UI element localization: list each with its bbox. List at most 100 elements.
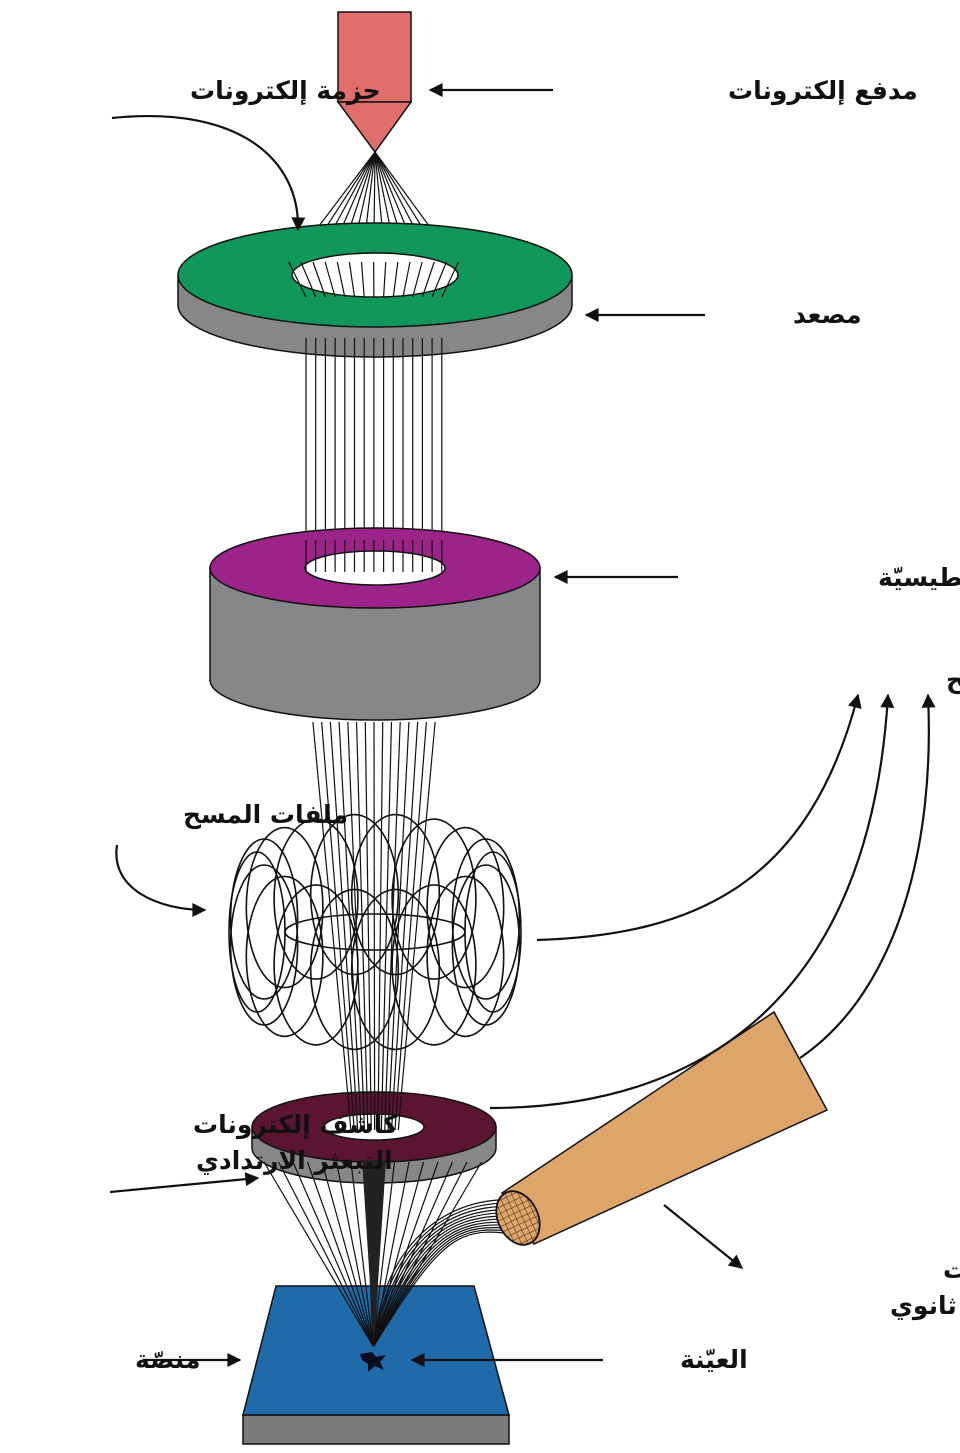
stage-side xyxy=(242,1414,510,1445)
arrow-scanning-coils xyxy=(115,844,207,917)
coil-loop xyxy=(245,875,324,1038)
backscatter-ray xyxy=(372,1161,439,1347)
beam-ray xyxy=(338,721,360,1091)
beam-ray xyxy=(401,721,436,1091)
beam-ray xyxy=(370,1089,372,1131)
beam-ray xyxy=(381,721,393,1091)
beam-ray xyxy=(366,1089,369,1131)
coil-loop xyxy=(245,826,324,989)
label-magnetic-lenses: عدسات مغنطيسيّة xyxy=(878,563,960,592)
beam-ray xyxy=(412,261,423,298)
beam-ray xyxy=(329,721,356,1091)
coil-loop xyxy=(350,813,441,976)
beam-ray xyxy=(380,1089,383,1131)
labels: مدفع إلكترونات حزمة إلكترونات مصعد عدسات… xyxy=(135,76,960,1374)
beam-ray xyxy=(288,261,307,298)
beam-ray xyxy=(387,1089,391,1131)
magnetic-lens xyxy=(209,527,541,721)
coil-loop xyxy=(229,864,299,1026)
secondary-electron-detector xyxy=(495,1010,829,1246)
label-secondary-detector-2: ثانوي xyxy=(890,1291,957,1321)
secondary-electron-ray xyxy=(373,1231,523,1347)
backscatter-ray xyxy=(321,1161,374,1347)
backscatter-ray xyxy=(372,1161,396,1347)
beam-ray xyxy=(383,261,387,298)
beam-ray xyxy=(321,721,352,1091)
backscatter-ray xyxy=(277,1161,374,1347)
electron-gun-tip xyxy=(336,101,413,154)
secondary-electron-ray xyxy=(373,1215,510,1347)
wire-from-secondary-detector xyxy=(799,693,936,1059)
beam-ray xyxy=(397,721,427,1091)
beam-ray xyxy=(355,721,368,1091)
stage xyxy=(242,1285,510,1445)
coil-loop xyxy=(309,888,400,1051)
beam-ray xyxy=(300,261,317,298)
beam-ray xyxy=(421,261,435,298)
label-sample: العيّنة xyxy=(680,1345,748,1374)
coil-loop xyxy=(309,813,400,976)
secondary-electron-ray xyxy=(373,1221,514,1347)
secondary-electron-ray xyxy=(373,1229,521,1347)
electron-beam-parallel xyxy=(305,338,443,540)
beam-ray xyxy=(373,721,376,1091)
label-scanning-coils: ملفات المسح xyxy=(183,800,348,830)
electron-beam-through-detector xyxy=(346,1089,403,1131)
label-backscatter-detector-2: التبعثر الارتدادي xyxy=(196,1146,393,1176)
backscatter-ray xyxy=(350,1161,374,1347)
beam-ray xyxy=(346,1089,352,1131)
electron-beam-converging xyxy=(312,721,436,1091)
beam-ray xyxy=(360,261,365,298)
beam-ray xyxy=(362,1089,366,1131)
secondary-electron-rays xyxy=(373,1199,523,1347)
beam-ray xyxy=(394,1089,399,1131)
label-arrows xyxy=(109,83,744,1367)
label-secondary-detector-1: كاشف إلكترونات xyxy=(943,1255,960,1285)
secondary-detector-face xyxy=(495,1190,541,1246)
label-electron-gun: مدفع إلكترونات xyxy=(728,76,918,106)
arrow-backscatter-detector xyxy=(109,1172,260,1194)
coil-core xyxy=(284,913,466,951)
electron-gun-body xyxy=(337,11,412,103)
beam-ray xyxy=(350,1089,355,1131)
coil-loop xyxy=(391,818,477,980)
coil-loop xyxy=(426,875,505,1038)
beam-ray xyxy=(441,261,460,298)
coil-loop xyxy=(273,818,359,980)
beam-ray xyxy=(358,1089,362,1131)
coil-loop xyxy=(273,884,359,1046)
signal-wires xyxy=(489,693,936,1110)
beam-ray xyxy=(402,261,411,298)
coil-loop xyxy=(228,851,286,1013)
wire-from-backscatter-detector xyxy=(489,693,895,1110)
arrow-secondary-detector xyxy=(663,1204,744,1269)
beam-ray xyxy=(348,261,356,298)
coil-loop xyxy=(350,888,441,1051)
coil-loop xyxy=(426,826,505,989)
beam-ray xyxy=(347,721,364,1091)
backscatter-ray xyxy=(263,1161,374,1347)
focused-beam-cone xyxy=(362,1160,386,1346)
anode xyxy=(177,222,573,358)
label-to-scanning-tv: إلى التلفاز الماسح xyxy=(946,665,960,695)
secondary-detector-body xyxy=(500,1010,829,1245)
electron-gun xyxy=(336,11,413,154)
magnetic-lens-hole xyxy=(304,550,446,586)
beam-ray xyxy=(397,1089,403,1131)
sample xyxy=(360,1352,386,1372)
coil-loop xyxy=(391,884,477,1046)
secondary-electron-ray xyxy=(373,1202,501,1347)
secondary-electron-ray xyxy=(373,1212,507,1347)
beam-ray xyxy=(384,1089,387,1131)
secondary-electron-ray xyxy=(373,1218,512,1347)
secondary-electron-ray xyxy=(373,1226,518,1347)
backscatter-ray xyxy=(292,1161,374,1347)
beam-ray xyxy=(354,1089,359,1131)
electron-beam-in-lens xyxy=(305,540,443,572)
beam-ray xyxy=(431,261,447,298)
scanning-coils xyxy=(228,813,522,1051)
beam-ray xyxy=(336,261,346,298)
secondary-electron-ray xyxy=(373,1205,503,1347)
focused-beam xyxy=(362,1160,386,1346)
